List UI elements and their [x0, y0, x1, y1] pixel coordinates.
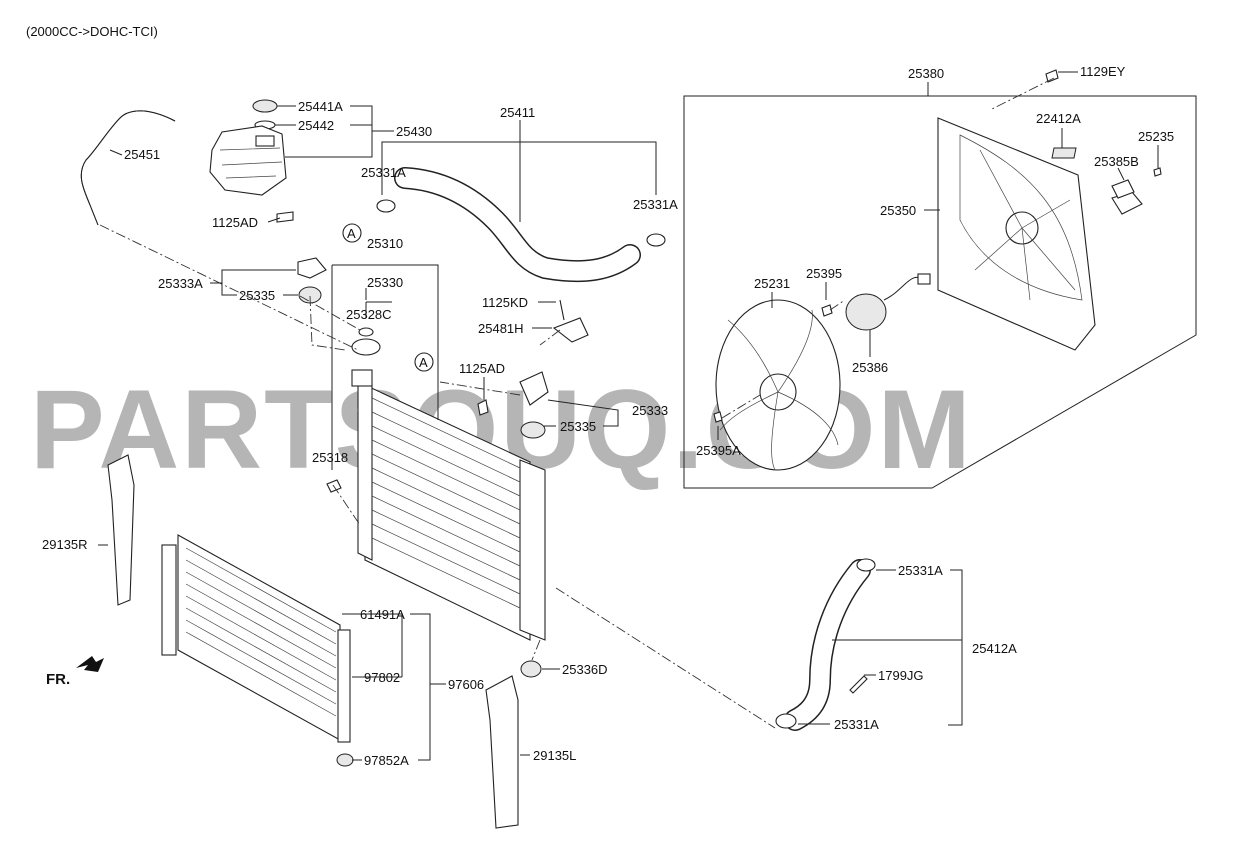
- part-label-25333[interactable]: 25333: [632, 403, 668, 418]
- mount-bracket-right: [519, 371, 549, 439]
- part-label-25331A-a[interactable]: 25331A: [361, 165, 406, 180]
- fan-shroud: [937, 117, 1096, 351]
- part-label-25333A[interactable]: 25333A: [158, 276, 203, 291]
- part-label-22412A[interactable]: 22412A: [1036, 111, 1081, 126]
- part-label-25411[interactable]: 25411: [500, 105, 535, 120]
- bolt-1125AD-b: [477, 399, 489, 416]
- part-label-25451[interactable]: 25451: [124, 147, 160, 162]
- part-label-25335-b[interactable]: 25335: [560, 419, 596, 434]
- part-label-25395A[interactable]: 25395A: [696, 443, 741, 458]
- part-label-25331A-c[interactable]: 25331A: [898, 563, 943, 578]
- svg-text:A: A: [347, 226, 356, 241]
- part-label-25330[interactable]: 25330: [367, 275, 403, 290]
- connector-25385B: [1111, 179, 1143, 215]
- part-label-25328C[interactable]: 25328C: [346, 307, 392, 322]
- svg-text:A: A: [419, 355, 428, 370]
- radiator: [351, 369, 546, 641]
- part-label-1125AD-b[interactable]: 1125AD: [459, 361, 505, 376]
- label-22412A: [1051, 147, 1077, 159]
- part-label-25430[interactable]: 25430: [396, 124, 432, 139]
- reservoir-tank: [209, 99, 287, 196]
- part-label-97606[interactable]: 97606: [448, 677, 484, 692]
- part-label-97852A[interactable]: 97852A: [364, 753, 409, 768]
- part-label-25318[interactable]: 25318: [312, 450, 348, 465]
- part-label-25380[interactable]: 25380: [908, 66, 944, 81]
- diagram-title: (2000CC->DOHC-TCI): [26, 24, 158, 39]
- callout-a-lower: A: [414, 352, 434, 372]
- part-label-25442[interactable]: 25442: [298, 118, 334, 133]
- part-label-1799JG[interactable]: 1799JG: [878, 668, 924, 683]
- part-label-97802[interactable]: 97802: [364, 670, 400, 685]
- fan-assembly-box: [683, 95, 1197, 489]
- part-label-25412A[interactable]: 25412A: [972, 641, 1017, 656]
- screws-fan: [713, 69, 1162, 423]
- part-label-25335-a[interactable]: 25335: [239, 288, 275, 303]
- upper-hose: [376, 167, 666, 283]
- direction-label: FR.: [46, 671, 70, 688]
- part-label-25336D[interactable]: 25336D: [562, 662, 608, 677]
- part-label-25481H[interactable]: 25481H: [478, 321, 524, 336]
- part-label-1125AD-a[interactable]: 1125AD: [212, 215, 258, 230]
- part-label-25441A[interactable]: 25441A: [298, 99, 343, 114]
- part-label-25231[interactable]: 25231: [754, 276, 790, 291]
- part-label-25331A-d[interactable]: 25331A: [834, 717, 879, 732]
- lower-hose: [775, 558, 876, 731]
- part-label-25385B[interactable]: 25385B: [1094, 154, 1139, 169]
- callout-a-upper: A: [342, 223, 362, 243]
- part-label-25395[interactable]: 25395: [806, 266, 842, 281]
- part-label-25235[interactable]: 25235: [1138, 129, 1174, 144]
- guide-lines: [99, 77, 1055, 729]
- radiator-cap: [351, 327, 381, 356]
- part-label-61491A[interactable]: 61491A: [360, 607, 405, 622]
- part-label-29135L[interactable]: 29135L: [533, 748, 576, 763]
- part-label-25310[interactable]: 25310: [367, 236, 403, 251]
- air-guard-right: [107, 454, 135, 606]
- mount-bracket-left: [297, 257, 327, 304]
- clip-1799JG: [849, 675, 868, 694]
- leader-lines: [98, 71, 1159, 761]
- bracket-25481H: [552, 299, 589, 343]
- reservoir-bolt: [276, 211, 294, 223]
- fan-motor: [845, 273, 931, 331]
- part-label-25386[interactable]: 25386: [852, 360, 888, 375]
- condenser: [161, 534, 354, 767]
- fan-blade: [715, 299, 841, 471]
- part-label-25331A-b[interactable]: 25331A: [633, 197, 678, 212]
- overflow-hose: [80, 110, 176, 226]
- part-label-25350[interactable]: 25350: [880, 203, 916, 218]
- air-guard-left: [485, 675, 519, 829]
- part-label-1129EY[interactable]: 1129EY: [1080, 64, 1126, 79]
- front-arrow: [76, 656, 104, 672]
- lower-insulator: [520, 660, 542, 678]
- part-label-1125KD[interactable]: 1125KD: [482, 295, 528, 310]
- part-label-29135R[interactable]: 29135R: [42, 537, 88, 552]
